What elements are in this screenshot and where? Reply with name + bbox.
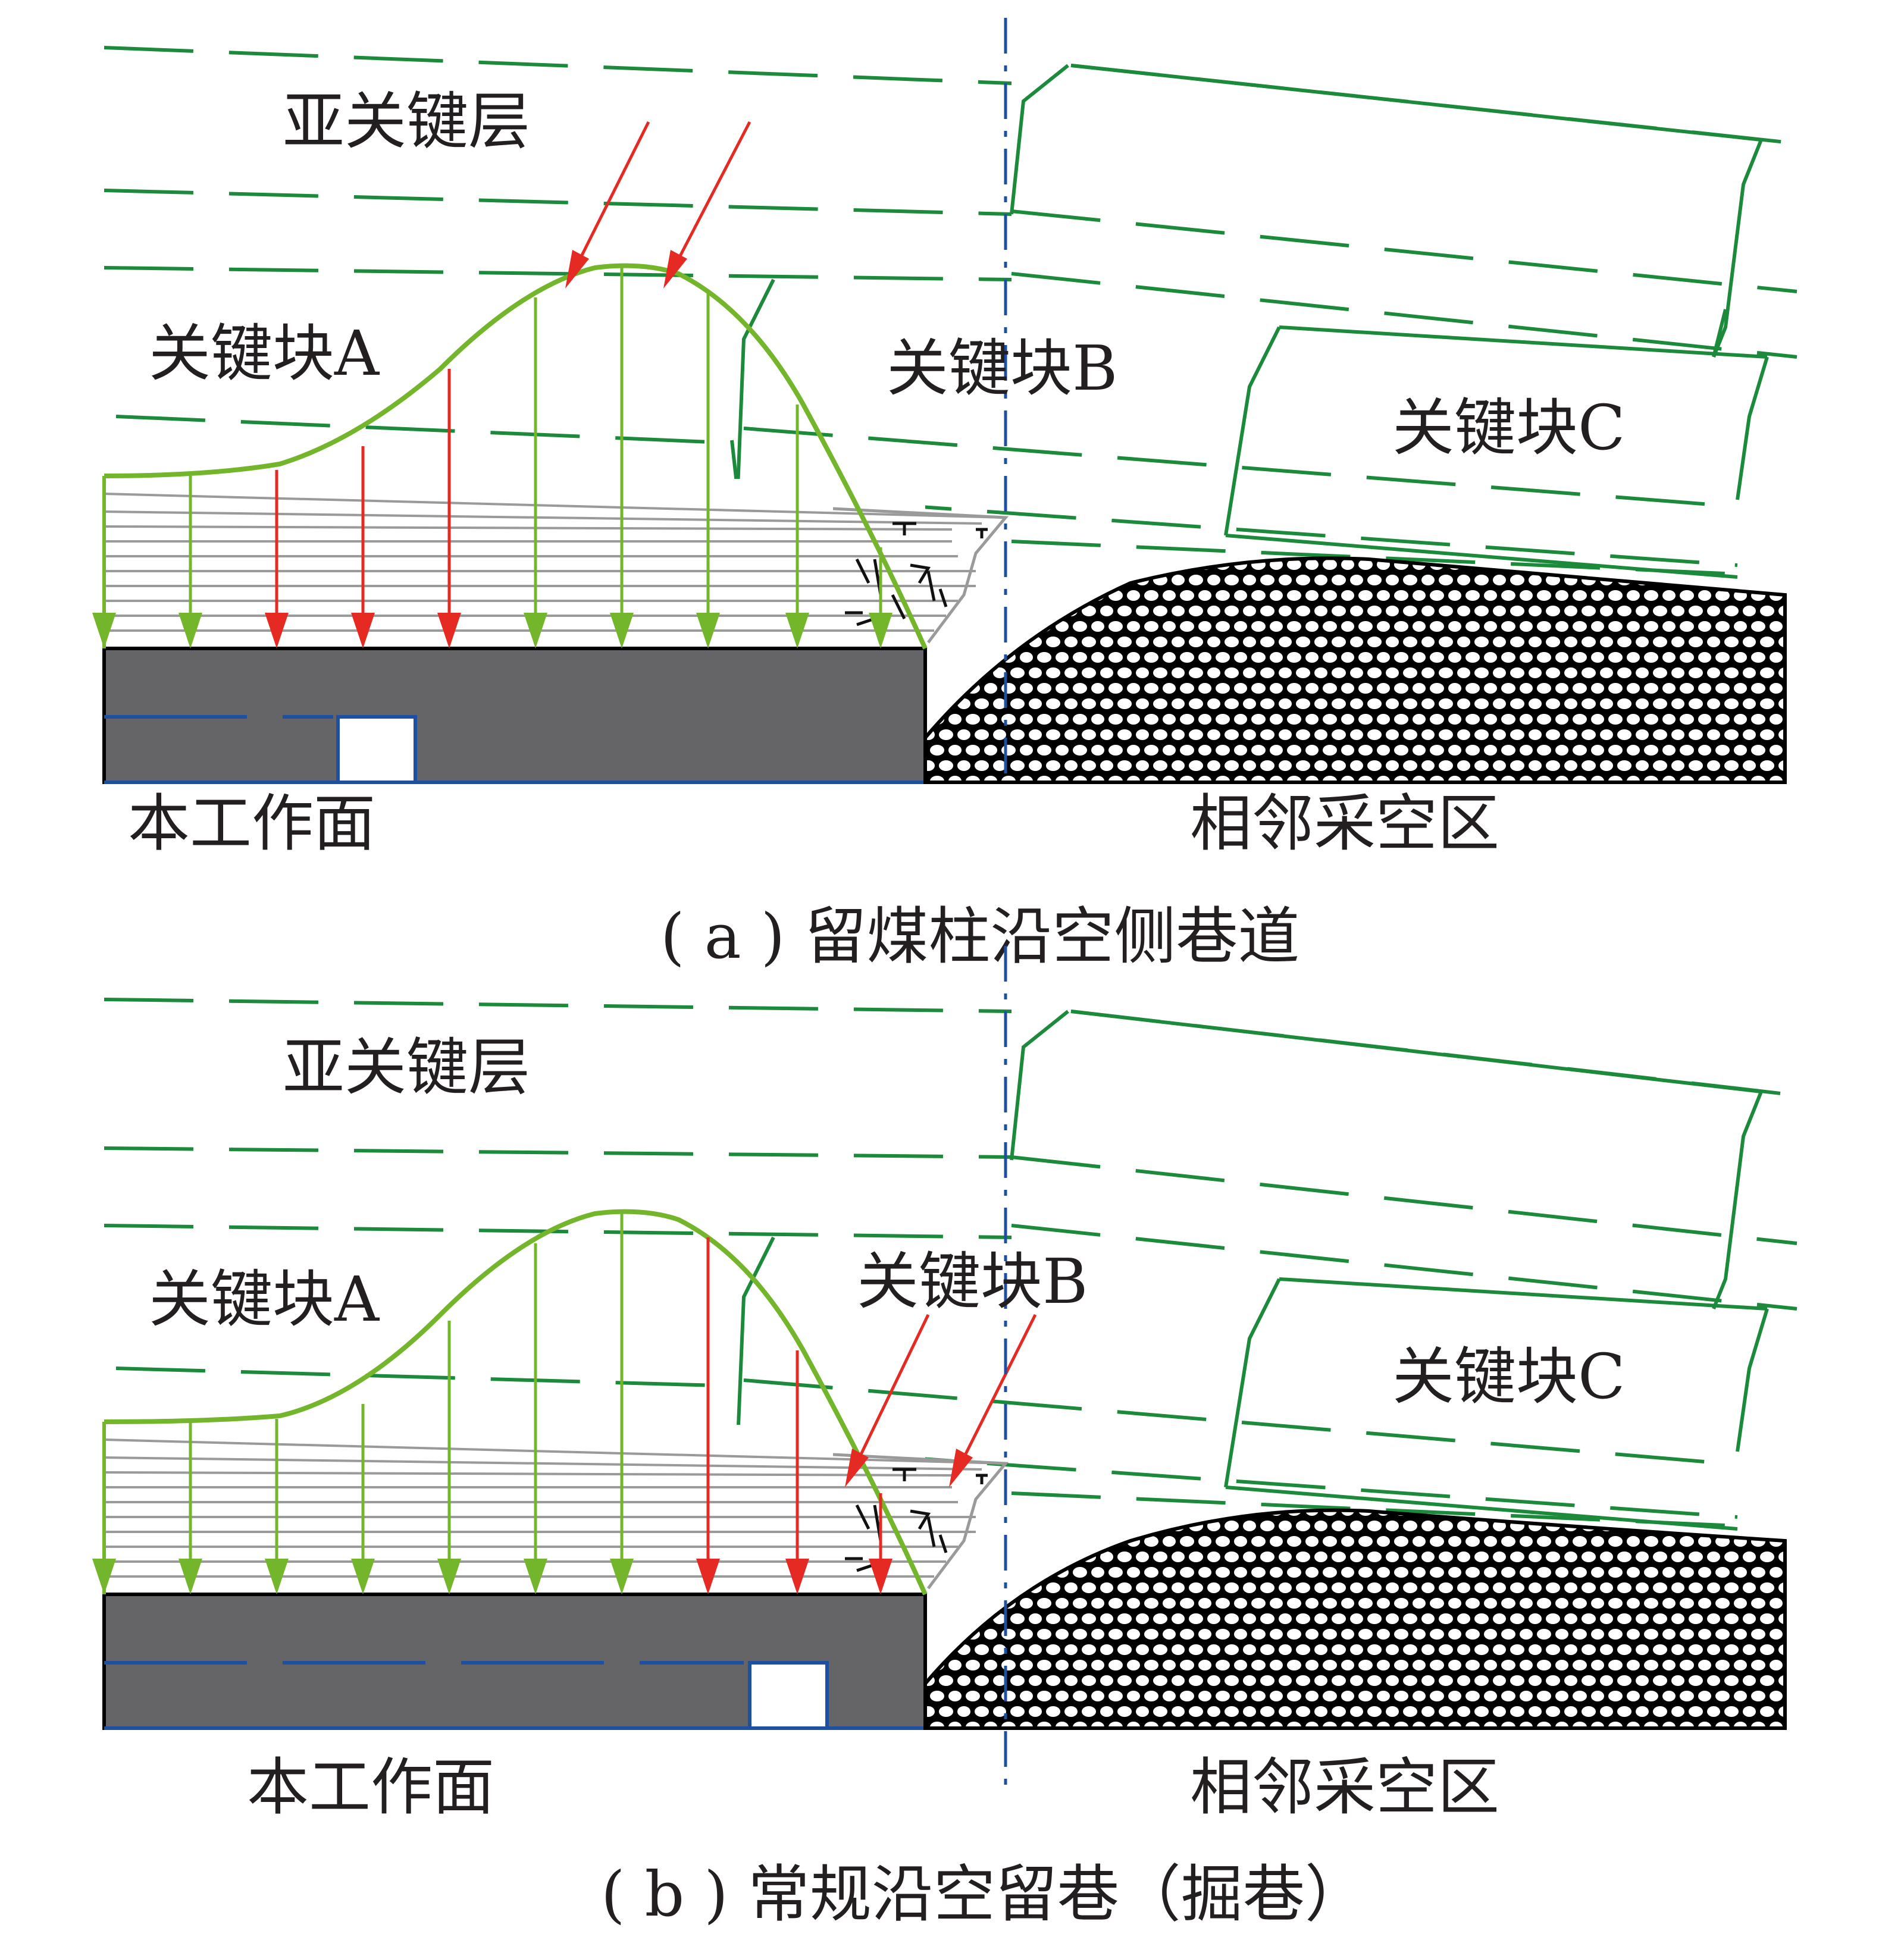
- label-adjacent-goaf: 相邻采空区: [1190, 1751, 1499, 1823]
- block-cracks: [730, 64, 1769, 579]
- arrow-green: [351, 1404, 375, 1594]
- label-key-block-b: 关键块B: [887, 332, 1117, 405]
- caption-b: ( b ) 常规沿空留巷（掘巷）: [601, 1858, 1367, 1930]
- arrow-red: [437, 369, 461, 648]
- label-key-block-c: 关键块C: [1392, 1340, 1626, 1413]
- arrow-green: [785, 405, 809, 648]
- stress-arrows: [92, 1214, 892, 1594]
- arrow-green: [92, 1425, 116, 1594]
- arrow-green: [696, 292, 720, 648]
- gob-area: [923, 556, 1787, 784]
- arrow-green: [524, 1243, 547, 1594]
- arrow-green: [178, 1422, 202, 1594]
- arrow-green: [437, 1321, 461, 1594]
- arrow-red: [869, 1493, 892, 1594]
- label-key-block-c: 关键块C: [1392, 391, 1626, 464]
- caption-a: ( a ) 留煤柱沿空侧巷道: [660, 900, 1299, 973]
- label-key-block-a: 关键块A: [149, 1263, 380, 1336]
- panel-a: 亚关键层 关键块A 关键块B 关键块C 本工作面 相邻采空区 ( a ) 留煤柱…: [92, 18, 1797, 973]
- arrow-green: [869, 547, 892, 648]
- block-cracks: [736, 1010, 1769, 1531]
- stress-curve: [104, 1209, 928, 1596]
- arrow-green: [524, 297, 547, 648]
- arrow-green: [265, 1419, 289, 1594]
- coal-stripes: [104, 479, 1009, 645]
- roadway: [748, 1661, 829, 1730]
- roadway: [336, 715, 417, 784]
- label-working-face: 本工作面: [247, 1751, 494, 1823]
- label-key-block-a: 关键块A: [149, 317, 380, 390]
- arrow-red: [265, 470, 289, 648]
- label-working-face: 本工作面: [128, 787, 375, 860]
- arrow-green: [92, 479, 116, 648]
- label-sub-key-stratum: 亚关键层: [283, 1031, 530, 1104]
- arrow-red: [351, 446, 375, 648]
- fracture-marks: [845, 1468, 988, 1572]
- label-adjacent-goaf: 相邻采空区: [1190, 787, 1499, 860]
- arrow-red: [785, 1350, 809, 1594]
- label-key-block-b: 关键块B: [857, 1245, 1088, 1318]
- gob-area: [923, 1508, 1787, 1730]
- label-sub-key-stratum: 亚关键层: [283, 85, 530, 158]
- block-b-arrows: [845, 1314, 1037, 1487]
- arrow-green: [610, 1214, 634, 1594]
- stress-curve: [104, 263, 928, 650]
- panel-b: 亚关键层 关键块A 关键块B 关键块C 本工作面 相邻采空区 ( b ) 常规沿…: [92, 946, 1797, 1930]
- peak-arrows: [565, 121, 751, 289]
- stress-arrows: [92, 268, 892, 648]
- arrow-red: [696, 1237, 720, 1594]
- arrow-green: [610, 268, 634, 648]
- arrow-green: [178, 476, 202, 648]
